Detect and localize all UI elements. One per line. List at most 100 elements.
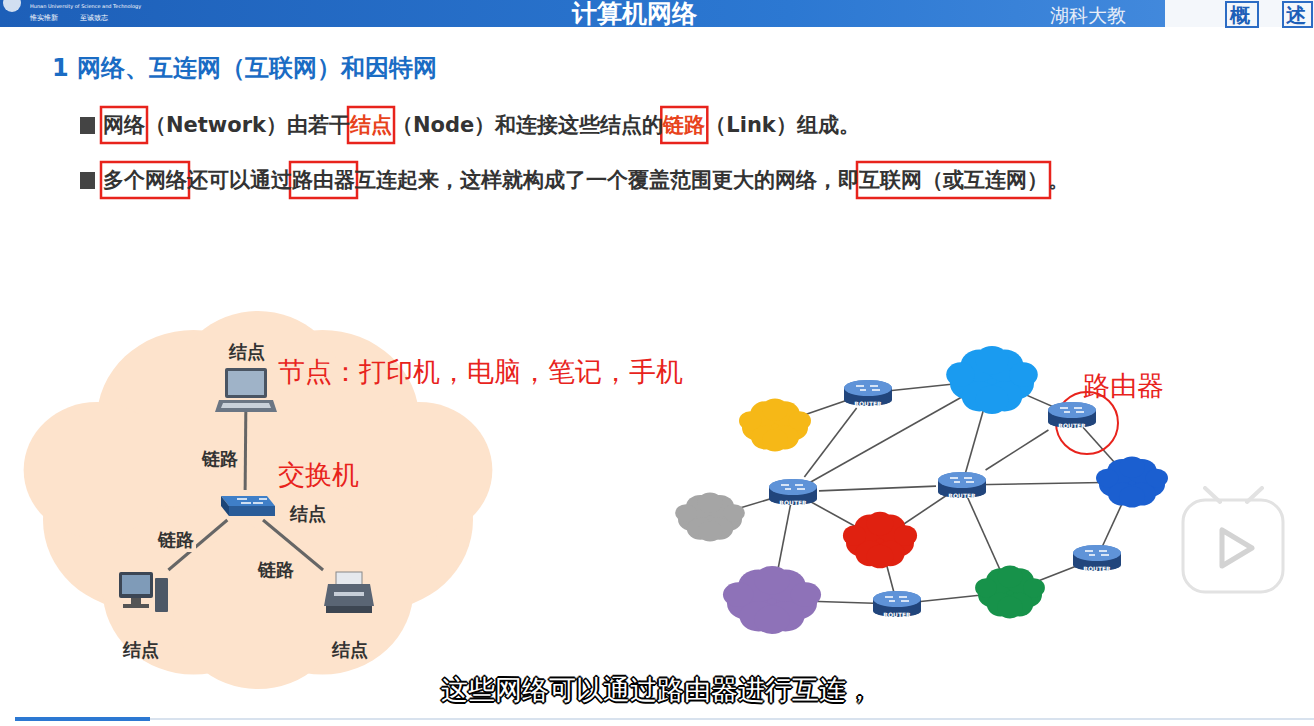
cloud-puff: [697, 492, 722, 513]
highlight-box: [290, 162, 357, 198]
cloud-puff: [997, 566, 1022, 588]
link-label: 链路: [156, 528, 196, 552]
cloud-puff: [975, 346, 1008, 374]
bullet-text: 网络: [103, 113, 145, 137]
label-text: 惟实惟新: [30, 13, 58, 23]
highlight-box: [857, 162, 1050, 198]
annotation-text: 节点：打印机，电脑，笔记，手机: [278, 354, 683, 390]
cloud-puff: [173, 311, 343, 469]
cloud-puff: [790, 582, 821, 606]
progress-bar: [15, 717, 150, 721]
cloud-puff: [754, 606, 790, 634]
router-label: ROUTER: [1071, 565, 1123, 572]
device-icon: 结点: [215, 366, 277, 412]
cloud-puff: [894, 525, 917, 545]
bullet-text: 还可以通过: [187, 168, 292, 192]
cloud-puff: [754, 566, 790, 594]
link-line: [804, 408, 856, 477]
cloud-puff: [24, 402, 170, 538]
router-icon: ROUTER: [842, 378, 894, 408]
router-icon: ROUTER: [767, 477, 819, 507]
subtitle-caption: 这些网络可以通过路由器进行互连，: [0, 672, 1314, 708]
cloud-puff: [346, 402, 492, 538]
cloud-puff: [975, 578, 997, 597]
bullet-text: 结点: [350, 113, 392, 137]
device-icon: 结点: [115, 570, 170, 614]
link-label: 链路: [200, 447, 240, 471]
router-label: ROUTER: [1046, 422, 1098, 429]
cloud-puff: [723, 582, 754, 606]
device-icon: 结点: [213, 490, 277, 520]
cloud-puff: [1119, 456, 1145, 477]
highlight-box: [101, 162, 189, 198]
cloud-puff: [789, 411, 811, 430]
bullet-square: [80, 172, 95, 189]
router-label: ROUTER: [842, 400, 894, 407]
cloud-puff: [1146, 469, 1168, 487]
label-text: 概: [1230, 2, 1250, 29]
play-watermark: [1183, 488, 1283, 592]
router-label: ROUTER: [871, 611, 923, 618]
cloud-puff: [1009, 362, 1038, 386]
node-label: 结点: [123, 638, 159, 662]
label-text: 述: [1286, 2, 1306, 29]
cloud-puff: [675, 504, 697, 522]
node-label: 结点: [290, 502, 326, 526]
cloud-puff: [843, 525, 866, 545]
bullet-text: （Link）组成。: [705, 113, 860, 137]
cloud-puff: [697, 521, 722, 542]
device-icon: 结点: [322, 570, 377, 614]
cloud-puff: [173, 531, 343, 689]
router-icon: ROUTER: [1046, 400, 1098, 430]
icon-art: [322, 570, 377, 614]
slide-title: 计算机网络: [572, 0, 697, 30]
highlight-box: [101, 107, 147, 143]
bullet-text: 互联网（或互连网）: [859, 168, 1048, 192]
link-line: [986, 430, 1049, 470]
cloud-puff: [867, 545, 894, 569]
router-label: ROUTER: [767, 499, 819, 506]
icon-art: [115, 570, 170, 614]
router-label: ROUTER: [936, 492, 988, 499]
network-clouds: [24, 311, 1168, 689]
logo-emblem: [3, 0, 21, 12]
cloud-puff: [1096, 469, 1118, 487]
cloud-puff: [762, 399, 788, 421]
cloud-puff: [762, 429, 788, 451]
cloud-puff: [975, 386, 1008, 414]
annotation-text: 交换机: [278, 457, 359, 493]
icon-art: [215, 366, 277, 412]
bullet-text: 路由器: [292, 168, 355, 192]
label-text: 湖科大教: [1050, 3, 1126, 29]
router-icon: ROUTER: [936, 470, 988, 500]
router-icon: ROUTER: [871, 589, 923, 619]
label-text: 1 网络、互连网（互联网）和因特网: [52, 52, 437, 84]
cloud-puff: [739, 411, 761, 430]
highlight-box: [661, 107, 707, 143]
annotation-text: 路由器: [1083, 368, 1164, 404]
progress-track: [150, 718, 1314, 720]
cloud-puff: [997, 596, 1022, 618]
bullet-text: （Node）和连接这些结点的: [392, 113, 663, 137]
cloud-puff: [946, 362, 975, 386]
link-label: 链路: [256, 558, 296, 582]
icon-art: [213, 490, 277, 520]
network-links: [710, 380, 1132, 604]
highlight-box: [348, 107, 394, 143]
node-label: 结点: [229, 340, 265, 364]
bullet-text: 互连起来，这样就构成了一个覆盖范围更大的网络，即: [355, 168, 859, 192]
bullet-text: 多个网络: [103, 168, 187, 192]
bullet-square: [80, 117, 95, 134]
link-line: [819, 486, 936, 491]
bullet-line: 网络（Network）由若干结点（Node）和连接这些结点的链路（Link）组成…: [80, 111, 860, 139]
bullet-text: 链路: [663, 113, 705, 137]
node-label: 结点: [332, 638, 368, 662]
cloud-puff: [723, 504, 745, 522]
bullet-text: （Network）由若干: [145, 113, 350, 137]
label-text: Hunan University of Science and Technolo…: [30, 3, 141, 9]
bullet-text: 。: [1048, 168, 1069, 192]
link-line: [244, 412, 248, 490]
cloud-puff: [1119, 486, 1145, 507]
cloud-puff: [1023, 578, 1045, 597]
bullet-line: 多个网络还可以通过路由器互连起来，这样就构成了一个覆盖范围更大的网络，即互联网（…: [80, 166, 1069, 194]
